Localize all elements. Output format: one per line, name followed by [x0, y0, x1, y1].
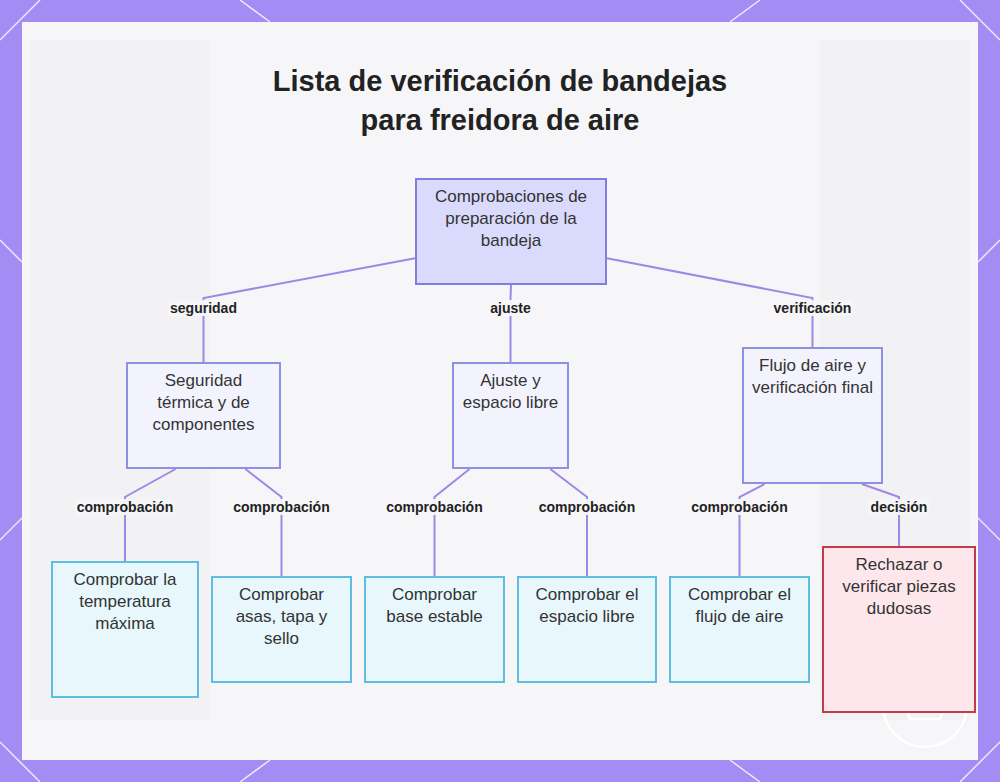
category-box: Flujo de aire y verificación final: [742, 347, 883, 484]
edge-label: comprobación: [689, 499, 789, 515]
edge-label: comprobación: [537, 499, 637, 515]
connector-line: [740, 484, 765, 576]
node-text: Rechazar o verificar piezas dudosas: [832, 554, 966, 620]
check-box: Comprobar la temperatura máxima: [51, 561, 199, 698]
edge-label: verificación: [772, 300, 854, 316]
edge-label: comprobación: [384, 499, 484, 515]
connector-line: [510, 285, 513, 362]
node-text: Ajuste y espacio libre: [462, 370, 559, 414]
connector-line: [125, 469, 176, 561]
diagram-title: Lista de verificación de bandejas para f…: [240, 62, 760, 140]
check-box: Comprobar el flujo de aire: [669, 576, 810, 683]
connector-line: [245, 469, 281, 576]
decision-box: Rechazar o verificar piezas dudosas: [822, 546, 976, 713]
node-text: Comprobar asas, tapa y sello: [221, 584, 342, 650]
edge-label: comprobación: [231, 499, 331, 515]
node-text: Comprobar el flujo de aire: [679, 584, 800, 628]
node-text: Comprobar el espacio libre: [527, 584, 647, 628]
edge-label: comprobación: [75, 499, 175, 515]
node-text: Comprobar la temperatura máxima: [61, 569, 189, 635]
node-text: Comprobaciones de preparación de la band…: [425, 186, 597, 252]
edge-label: seguridad: [168, 300, 239, 316]
check-box: Comprobar base estable: [364, 576, 505, 683]
root-box: Comprobaciones de preparación de la band…: [415, 178, 607, 285]
category-box: Seguridad térmica y de componentes: [126, 362, 281, 469]
content-panel: [22, 22, 978, 760]
check-box: Comprobar el espacio libre: [517, 576, 657, 683]
node-text: Flujo de aire y verificación final: [752, 355, 873, 399]
edge-label: ajuste: [488, 300, 532, 316]
connector-line: [435, 469, 470, 576]
node-text: Comprobar base estable: [374, 584, 495, 628]
connector-line: [862, 484, 899, 546]
category-box: Ajuste y espacio libre: [452, 362, 569, 469]
check-box: Comprobar asas, tapa y sello: [211, 576, 352, 683]
connector-line: [550, 469, 587, 576]
edge-label: decisión: [869, 499, 930, 515]
node-text: Seguridad térmica y de componentes: [136, 370, 271, 436]
